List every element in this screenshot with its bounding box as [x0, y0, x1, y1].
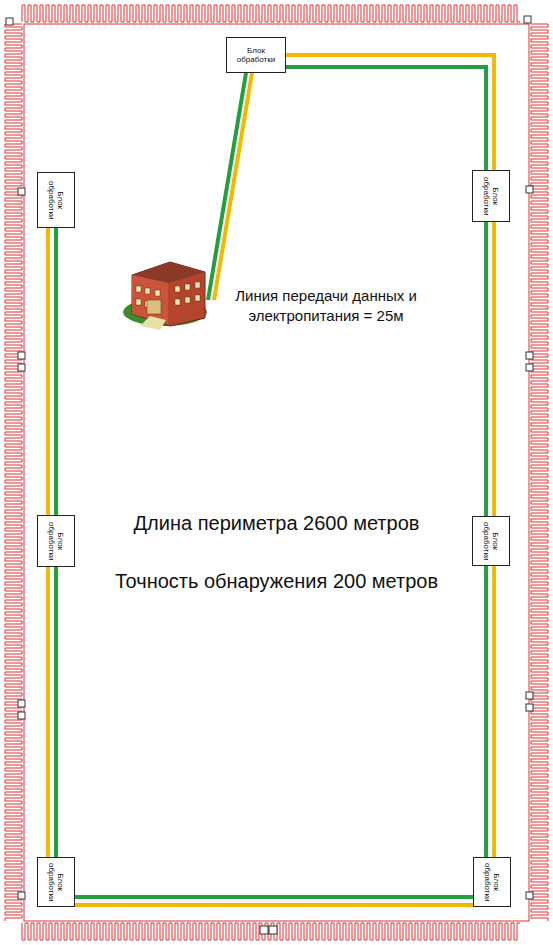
- block-label: Блок обработки: [229, 46, 283, 64]
- cable-line: [484, 566, 488, 857]
- junction-squares: [6, 16, 533, 934]
- cable-pair: [286, 55, 494, 170]
- cable-pair: [48, 567, 56, 857]
- cable-line: [492, 222, 496, 516]
- cable-line: [54, 567, 58, 857]
- cable-note: Линия передачи данных и электропитания =…: [212, 286, 440, 327]
- cable-line: [492, 566, 496, 857]
- processing-block: Блок обработки: [473, 857, 511, 907]
- processing-block: Блок обработки: [37, 172, 75, 228]
- cable-pair: [48, 228, 56, 515]
- cable-line: [54, 228, 58, 515]
- sensor-meander: [5, 5, 548, 940]
- cable-line: [46, 567, 50, 857]
- processing-block: Блок обработки: [226, 37, 286, 73]
- block-label: Блок обработки: [483, 859, 501, 905]
- processing-block: Блок обработки: [37, 515, 75, 567]
- cable-line: [75, 903, 473, 907]
- block-label: Блок обработки: [47, 517, 65, 565]
- cable-line: [286, 67, 486, 170]
- block-label: Блок обработки: [482, 172, 500, 220]
- processing-block: Блок обработки: [472, 516, 510, 566]
- building-icon: [123, 262, 207, 330]
- processing-block: Блок обработки: [472, 170, 510, 222]
- sensor-line: [24, 24, 529, 921]
- processing-block: Блок обработки: [37, 857, 75, 907]
- cable-line: [75, 895, 473, 899]
- cable-line: [484, 222, 488, 516]
- cable-line: [46, 228, 50, 515]
- block-label: Блок обработки: [482, 518, 500, 564]
- perimeter-length: Длина периметра 2600 метров: [60, 510, 493, 537]
- block-label: Блок обработки: [47, 174, 65, 226]
- cable-pair: [486, 222, 494, 516]
- cable-pair: [75, 897, 473, 905]
- detection-accuracy: Точность обнаружения 200 метров: [60, 568, 493, 595]
- block-label: Блок обработки: [47, 859, 65, 905]
- feed-cable: [208, 73, 252, 300]
- cable-pair: [486, 566, 494, 857]
- cable-line: [286, 55, 494, 170]
